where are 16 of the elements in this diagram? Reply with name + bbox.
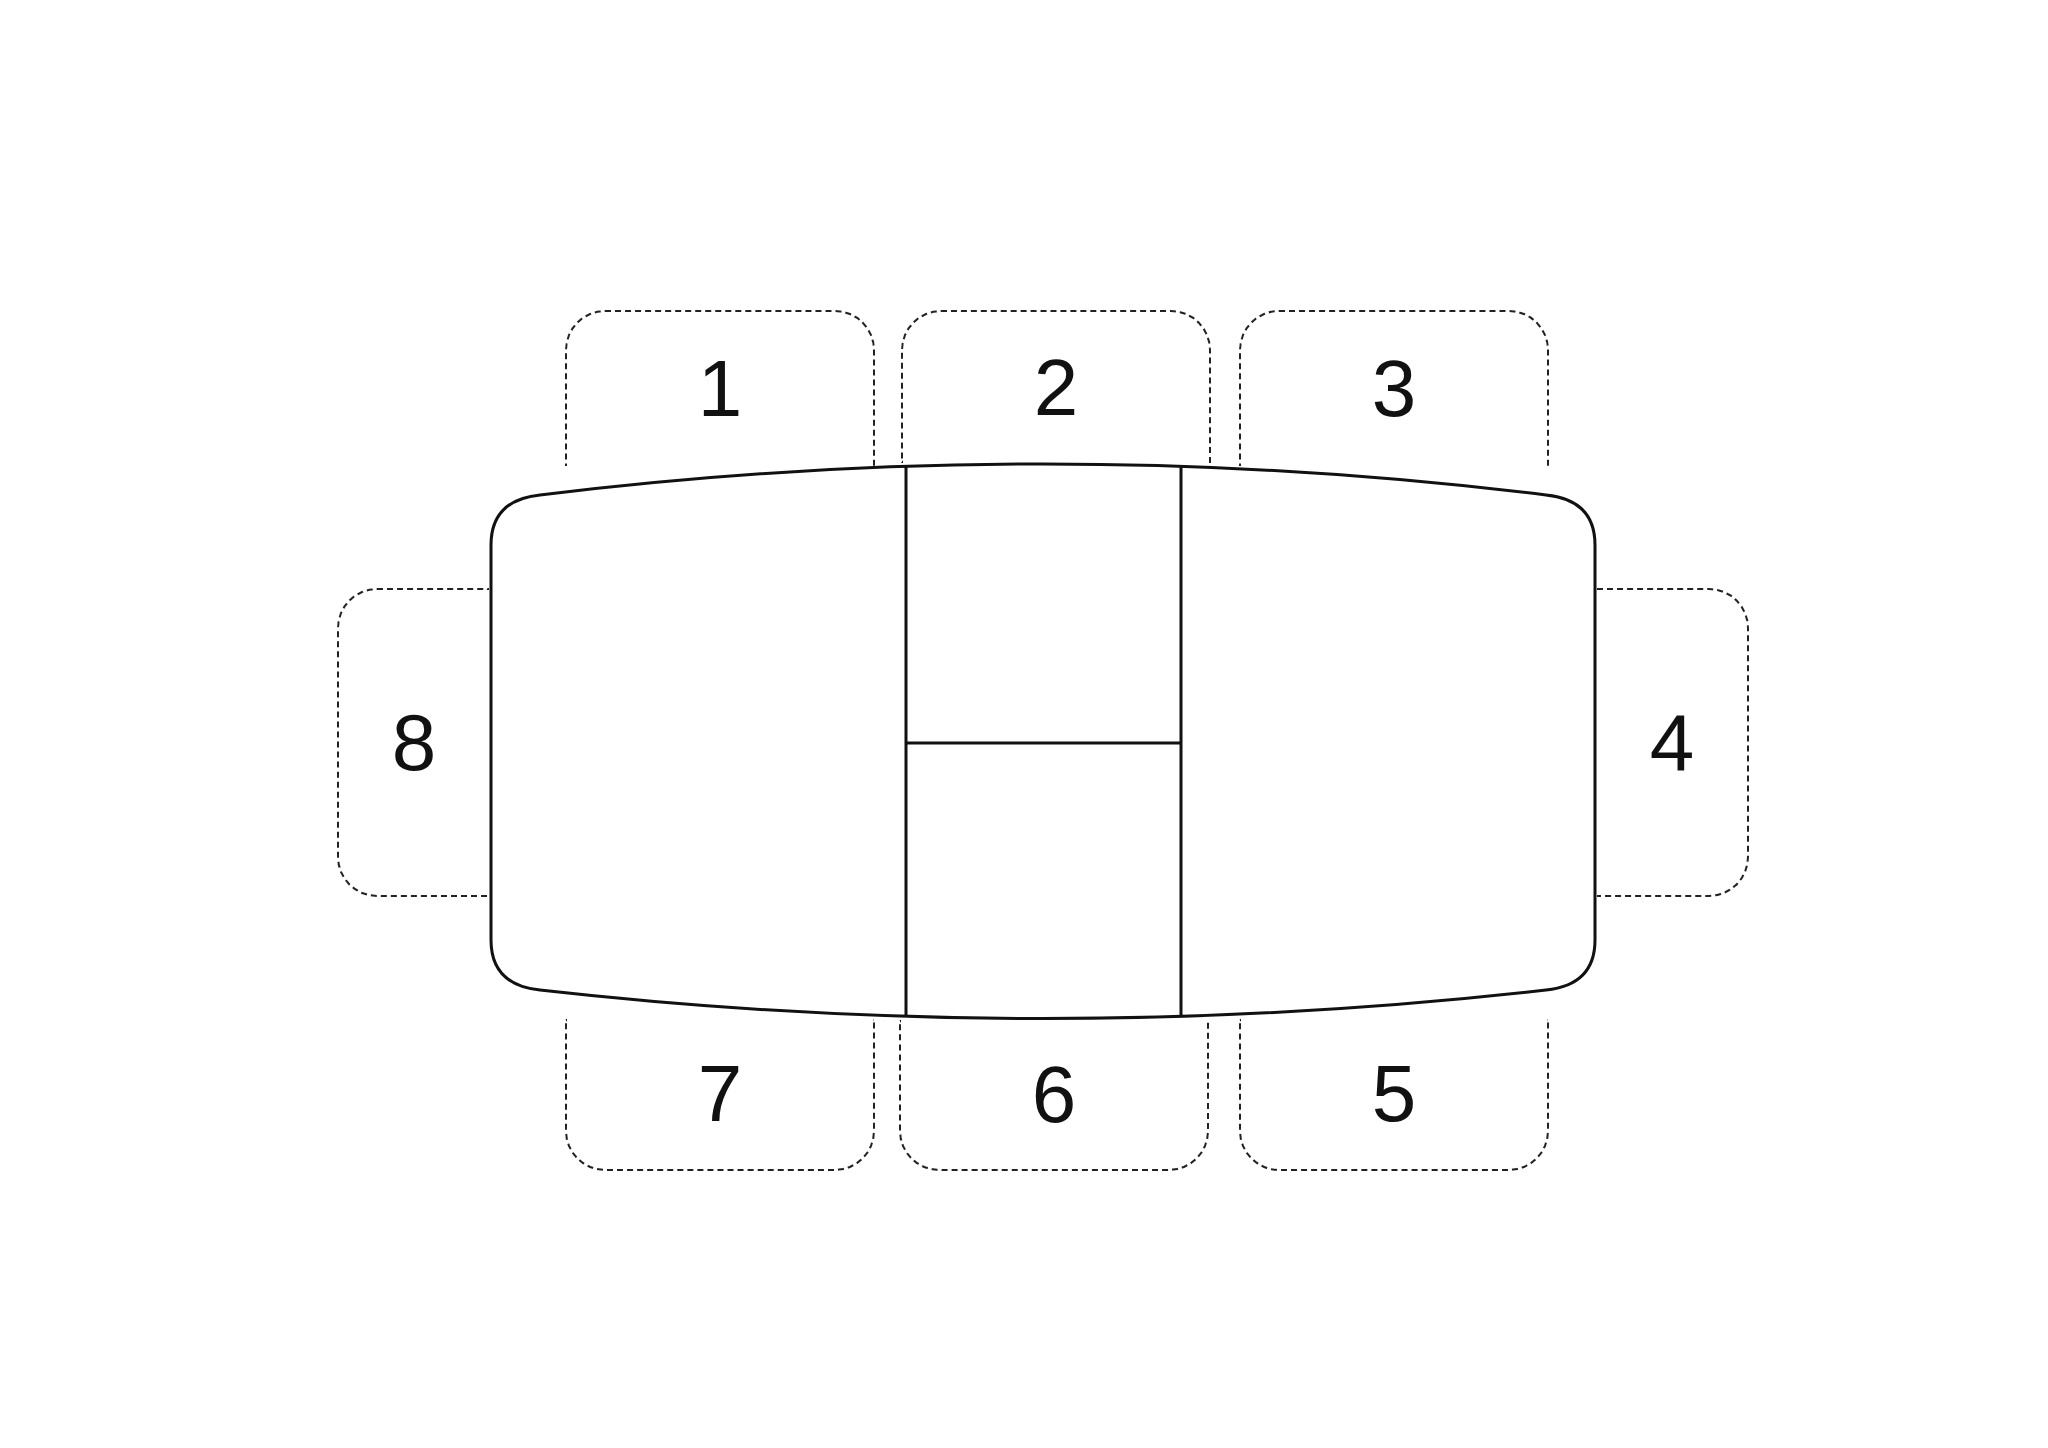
seat-number: 5 xyxy=(1370,1048,1418,1140)
seat-number: 8 xyxy=(390,696,438,789)
chair-outline xyxy=(1239,1019,1549,1171)
chair-outline xyxy=(1239,310,1549,466)
seat-number: 2 xyxy=(1032,341,1080,434)
chair-outline xyxy=(565,310,875,466)
seat-number: 3 xyxy=(1370,343,1418,435)
chair-outline xyxy=(899,1020,1209,1171)
chair-outline xyxy=(1597,588,1749,897)
seat-number: 1 xyxy=(696,343,744,435)
seat-number: 6 xyxy=(1030,1048,1078,1141)
chair-outline xyxy=(565,1019,875,1171)
chair-outline xyxy=(337,588,489,897)
seat-number: 7 xyxy=(696,1048,744,1140)
seat-number: 4 xyxy=(1648,696,1696,789)
chair-outline xyxy=(901,310,1211,463)
